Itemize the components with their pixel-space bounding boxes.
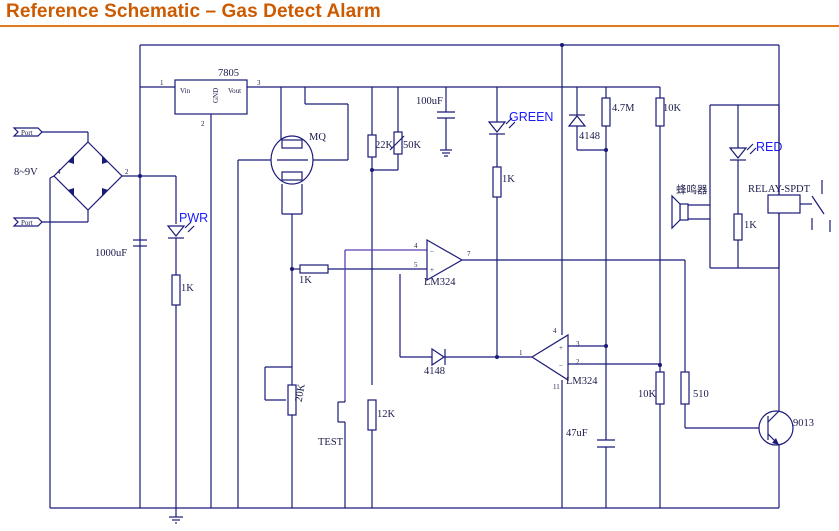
power-input: Port Port 8~9V 4 2 — [12, 127, 177, 227]
pot-20k: 20K — [264, 366, 308, 508]
supply-voltage-label: 8~9V — [14, 167, 38, 178]
bottom-rail — [49, 178, 779, 524]
cap-47-label: 47uF — [566, 428, 588, 439]
r-pwr-label: 1K — [181, 283, 194, 294]
r-22k-50k: 22K 50K — [367, 87, 422, 385]
regulator-gnd-label: GND — [212, 88, 220, 103]
diode-47m-branch: 4148 4.7M — [567, 87, 635, 440]
r-510-label: 510 — [693, 389, 709, 400]
opamp-b-pin3: 3 — [576, 340, 580, 348]
r-12k-label: 12K — [377, 409, 396, 420]
port-top-label: Port — [21, 129, 33, 137]
cap-100-label: 100uF — [416, 96, 443, 107]
regulator-label: 7805 — [218, 68, 239, 79]
bridge-pin2: 2 — [125, 168, 129, 176]
opamp-a-section: 1K − + 4 5 7 LM324 4148 — [292, 238, 686, 400]
r-red-label: 1K — [744, 220, 757, 231]
led-green-label: GREEN — [509, 110, 553, 124]
regulator-vout-label: Vout — [228, 87, 241, 95]
cap-1000-label: 1000uF — [95, 248, 127, 259]
opamp-b-section: + − 4 3 2 1 11 LM324 — [519, 327, 660, 508]
opamp-b-label: LM324 — [566, 376, 598, 387]
test-button[interactable]: TEST — [318, 400, 346, 508]
capacitor-100uf: 100uF — [416, 87, 455, 157]
regulator-7805: 7805 Vin GND Vout 1 2 3 — [160, 68, 261, 508]
transistor-label: 9013 — [793, 418, 814, 429]
regulator-pin3: 3 — [257, 79, 261, 87]
opamp-b-pin1: 1 — [519, 349, 523, 357]
r-50k-label: 50K — [403, 140, 422, 151]
opamp-b-minus: − — [559, 362, 563, 370]
r-green-label: 1K — [502, 174, 515, 185]
opamp-b-pin4: 4 — [553, 327, 557, 335]
title-underline — [0, 25, 839, 27]
r-12k: 12K — [367, 399, 396, 508]
regulator-vin-label: Vin — [180, 87, 191, 95]
diode-4148-top-label: 4148 — [579, 131, 600, 142]
driver-section: 10K 510 9013 — [638, 371, 814, 508]
output-section: 蜂鸣器 RED 1K RELAY-SPDT — [671, 104, 831, 269]
regulator-pin2: 2 — [201, 120, 205, 128]
opamp-a-pin4: 4 — [414, 242, 418, 250]
capacitor-1000uf: 1000uF — [95, 239, 147, 259]
opamp-a-plus: + — [430, 266, 434, 274]
regulator-pin1: 1 — [160, 79, 164, 87]
opamp-b-pin11: 11 — [553, 383, 560, 391]
opamp-b-plus: + — [559, 344, 563, 352]
opamp-a-minus: − — [430, 248, 434, 256]
r-1k-mid-label: 1K — [299, 275, 312, 286]
r-20k-label: 20K — [294, 383, 308, 403]
opamp-a-pin7: 7 — [467, 250, 471, 258]
buzzer-label: 蜂鸣器 — [676, 183, 708, 196]
r-10k-top: 10K — [655, 87, 682, 372]
test-label: TEST — [318, 437, 344, 448]
r-10k-top-label: 10K — [663, 103, 682, 114]
page-title: Reference Schematic – Gas Detect Alarm — [6, 1, 381, 22]
capacitor-47uf: 47uF — [566, 428, 615, 508]
opamp-b-pin2: 2 — [576, 358, 580, 366]
pwr-led-branch: PWR 1K — [166, 211, 208, 508]
sensor-label: MQ — [309, 132, 326, 143]
r-22k-label: 22K — [375, 140, 394, 151]
opamp-a-pin5: 5 — [414, 261, 418, 269]
diode-4148-bottom-label: 4148 — [424, 366, 445, 377]
led-red-label: RED — [756, 140, 782, 154]
port-bottom-label: Port — [21, 219, 33, 227]
r-47m-label: 4.7M — [612, 103, 635, 114]
led-pwr-label: PWR — [179, 211, 208, 225]
bridge-pin4: 4 — [57, 168, 61, 176]
r-10k-bottom-label: 10K — [638, 389, 657, 400]
opamp-a-label: LM324 — [424, 277, 456, 288]
green-led-branch: GREEN 1K — [487, 87, 553, 359]
mq-sensor: MQ — [237, 87, 349, 508]
